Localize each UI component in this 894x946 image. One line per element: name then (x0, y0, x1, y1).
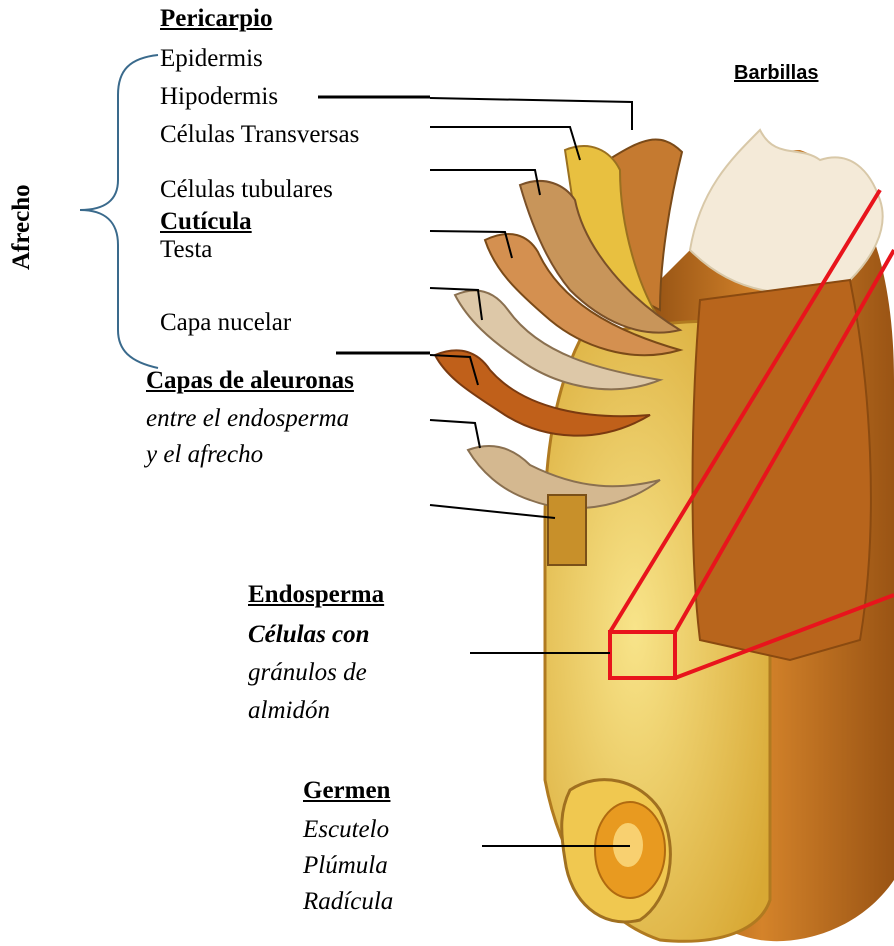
aleurone-title: Capas de aleuronas (146, 366, 354, 396)
testa-label: Testa (160, 235, 212, 265)
aleurone-line1: entre el endosperma (146, 404, 349, 434)
endosperm-line2: gránulos de (248, 658, 367, 688)
radicle-label: Radícula (303, 887, 393, 917)
endosperm-title: Endosperma (248, 580, 384, 610)
plumule-label: Plúmula (303, 851, 388, 881)
cuticle-label: Cutícula (160, 207, 252, 237)
germ-title: Germen (303, 776, 390, 806)
epidermis-label: Epidermis (160, 44, 263, 74)
bran-bracket (80, 55, 158, 368)
hypodermis-label: Hipodermis (160, 82, 278, 112)
aleurone-block (548, 495, 586, 565)
endosperm-line3: almidón (248, 696, 330, 726)
bran-label: Afrecho (8, 184, 36, 270)
transverse-cells-label: Células Transversas (160, 120, 359, 150)
nucellar-label: Capa nucelar (160, 308, 291, 338)
aleurone-line2: y el afrecho (146, 440, 263, 470)
endosperm-line1: Células con (248, 620, 370, 650)
scutellum-label: Escutelo (303, 815, 389, 845)
brush-label: Barbillas (734, 58, 818, 88)
tubular-cells-label: Células tubulares (160, 175, 333, 205)
pericarp-title: Pericarpio (160, 4, 272, 34)
brush-hairs (690, 130, 883, 292)
